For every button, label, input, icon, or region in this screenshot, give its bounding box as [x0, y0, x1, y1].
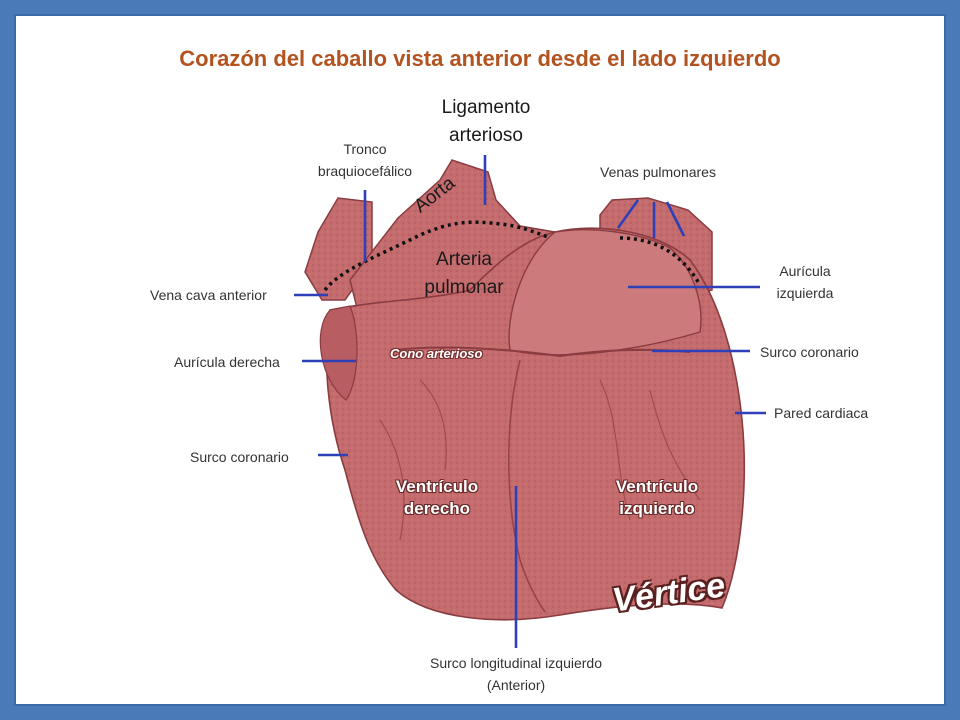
- label-line: Tronco: [343, 141, 387, 157]
- label-line: arterioso: [449, 125, 523, 146]
- label-line: Aurícula: [779, 263, 831, 279]
- label-venas-pulmonares: Venas pulmonares: [600, 164, 716, 180]
- label-tronco-braquiocefalico: Tronco braquiocefálico: [295, 138, 435, 182]
- right-auricle-shape: [319, 305, 358, 401]
- label-line: izquierdo: [619, 499, 695, 518]
- label-auricula-izquierda: Aurícula izquierda: [757, 260, 853, 304]
- label-auricula-derecha: Aurícula derecha: [174, 354, 280, 370]
- coronary-groove-line: [394, 346, 691, 358]
- label-line: Arteria: [436, 249, 492, 270]
- leader-lines: [294, 155, 766, 648]
- label-line: Ventrículo: [615, 477, 699, 496]
- label-ligamento-arterioso: Ligamento arterioso: [424, 94, 548, 150]
- surface-veins: [379, 379, 701, 541]
- label-surco-coronario-left: Surco coronario: [190, 449, 289, 465]
- label-line: pulmonar: [424, 277, 504, 298]
- label-line: (Anterior): [486, 677, 546, 693]
- label-pared-cardiaca: Pared cardiaca: [774, 405, 869, 421]
- label-surco-longitudinal: Surco longitudinal izquierdo (Anterior): [396, 652, 636, 696]
- label-cono-arterioso: Cono arterioso: [390, 346, 483, 361]
- label-ventriculo-izquierdo: Ventrículo izquierdo: [592, 476, 722, 520]
- page-title: Corazón del caballo vista anterior desde…: [179, 46, 781, 71]
- pericardial-dotted-line-right: [619, 236, 702, 286]
- label-vertice: Vértice: [609, 566, 728, 620]
- label-vena-cava-anterior: Vena cava anterior: [150, 287, 267, 303]
- label-line: Ligamento: [441, 97, 531, 118]
- label-ventriculo-derecho: Ventrículo derecho: [372, 476, 502, 520]
- left-auricle-shape: [508, 229, 702, 356]
- longitudinal-groove-line: [507, 359, 546, 613]
- pericardial-dotted-line: [323, 220, 551, 292]
- label-line: izquierda: [776, 285, 834, 301]
- label-line: derecho: [403, 499, 471, 518]
- label-line: Ventrículo: [395, 477, 479, 496]
- label-line: Surco longitudinal izquierdo: [430, 655, 602, 671]
- label-surco-coronario-right: Surco coronario: [760, 344, 859, 360]
- label-line: braquiocefálico: [317, 163, 413, 179]
- label-arteria-pulmonar: Arteria pulmonar: [406, 246, 522, 302]
